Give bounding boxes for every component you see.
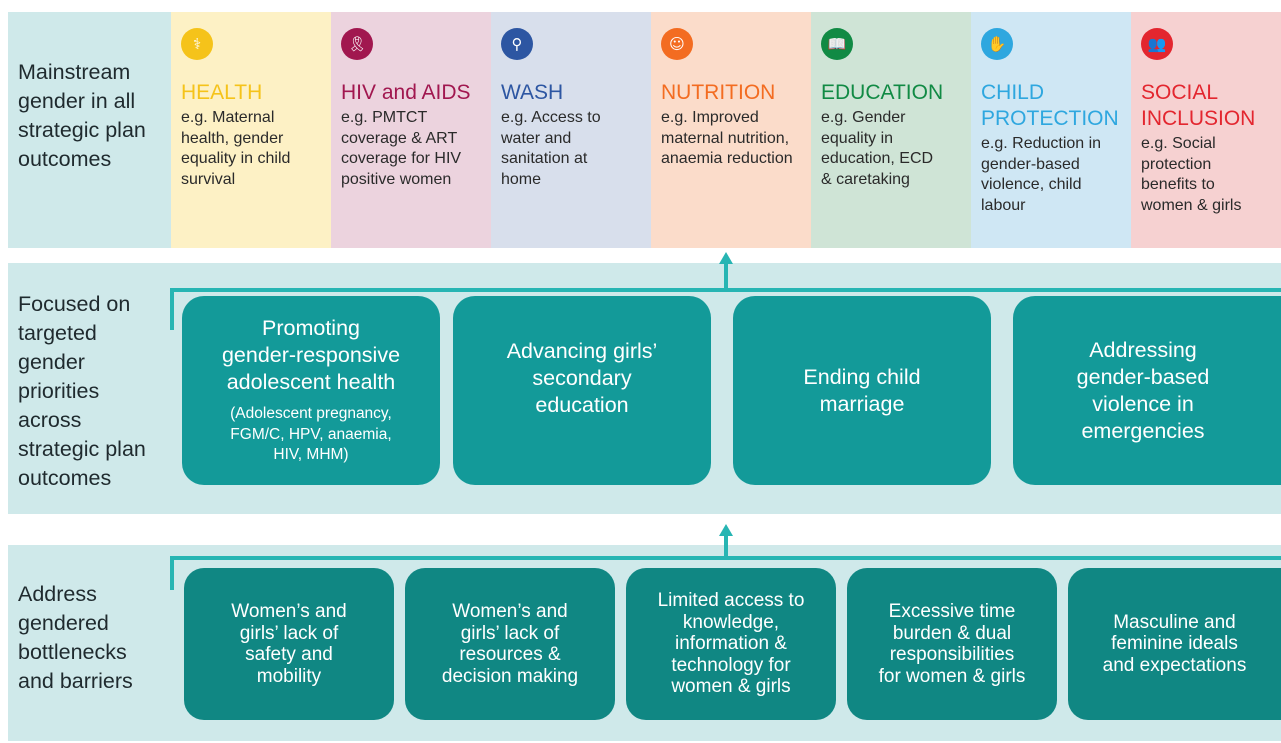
book-icon-glyph: 📖 [827,34,847,53]
outcome-title: EDUCATION [821,81,944,104]
priority-secondary-education: Advancing girls’ secondary education [453,296,711,485]
nutrition-icon-glyph: ☺ [669,34,685,53]
outcome-social-inclusion: 👥 SOCIAL INCLUSION e.g. Social protection … [1131,12,1281,248]
water-tap-icon-glyph: ⚲ [511,34,523,53]
bottleneck-text: Women’s and girls’ lack of safety and mo… [231,601,347,687]
outcome-description: e.g. PMTCT coverage & ART coverage for H… [341,109,462,188]
outcome-description: e.g. Access to water and sanitation at h… [501,109,601,188]
connector-horizontal-bottom [170,556,1281,560]
outcome-description: e.g. Reduction in gender-based violence,… [981,135,1102,214]
connector-left-tick-top [170,288,174,330]
protective-hands-icon: ✋ [981,28,1013,60]
bottleneck-knowledge-technology: Limited access to knowledge, information… [626,568,836,720]
priority-title: Addressing gender-based violence in emer… [1076,337,1210,443]
outcome-title: WASH [501,81,564,104]
health-icon-glyph: ⚕ [192,34,202,53]
nutrition-icon: ☺ [661,28,693,60]
bottleneck-text: Women’s and girls’ lack of resources & d… [441,601,579,687]
people-group-icon: 👥 [1141,28,1173,60]
health-icon: ⚕ [181,28,213,60]
arrow-head-bottom [719,524,733,536]
bottleneck-text: Excessive time burden & dual responsibil… [878,601,1026,687]
bottleneck-resources-decision: Women’s and girls’ lack of resources & d… [405,568,615,720]
priority-title: Promoting gender-responsive adolescent h… [221,316,401,395]
row-label-priorities: Focused on targeted gender priorities ac… [18,292,146,490]
outcome-title: NUTRITION [661,81,776,104]
connector-arrow-stem-bottom [724,534,728,558]
outcome-title: HIV and AIDS [341,81,471,104]
ribbon-icon: 🎗 [341,28,373,60]
outcome-health: ⚕ HEALTH e.g. Maternal health, gender equa… [171,12,331,248]
connector-left-tick-bottom [170,556,174,590]
priority-subtitle: (Adolescent pregnancy, FGM/C, HPV, anaem… [230,405,392,464]
book-icon: 📖 [821,28,853,60]
water-tap-icon: ⚲ [501,28,533,60]
outcome-title: SOCIAL INCLUSION [1141,81,1256,130]
priority-gbv-emergencies: Addressing gender-based violence in emer… [1013,296,1281,485]
bottleneck-gender-ideals: Masculine and feminine ideals and expect… [1068,568,1281,720]
outcome-description: e.g. Social protection benefits to women… [1141,135,1242,214]
priority-title: Ending child marriage [803,364,921,416]
outcome-description: e.g. Improved maternal nutrition, anaemi… [661,109,793,167]
bottleneck-text: Masculine and feminine ideals and expect… [1102,611,1247,676]
outcome-wash: ⚲ WASH e.g. Access to water and sanitation… [491,12,651,248]
outcome-title: CHILD PROTECTION [981,81,1119,130]
priority-child-marriage: Ending child marriage [733,296,991,485]
outcome-title: HEALTH [181,81,263,104]
bottleneck-safety-mobility: Women’s and girls’ lack of safety and mo… [184,568,394,720]
bottleneck-text: Limited access to knowledge, information… [657,590,805,698]
protective-hands-icon-glyph: ✋ [987,34,1007,53]
outcome-description: e.g. Gender equality in education, ECD &… [821,109,934,188]
people-group-icon-glyph: 👥 [1147,34,1167,53]
outcome-description: e.g. Maternal health, gender equality in… [181,109,291,188]
connector-arrow-stem-top [724,262,728,290]
bottleneck-time-burden: Excessive time burden & dual responsibil… [847,568,1057,720]
ribbon-icon-glyph: 🎗 [347,34,367,53]
outcome-nutrition: ☺ NUTRITION e.g. Improved maternal nutriti… [651,12,811,248]
outcome-education: 📖 EDUCATION e.g. Gender equality in educat… [811,12,971,248]
row-label-bottlenecks: Address gendered bottlenecks and barrier… [18,582,133,693]
row-label-mainstream: Mainstream gender in all strategic plan … [18,60,146,171]
priority-title: Advancing girls’ secondary education [506,339,658,417]
outcome-hiv-and-aids: 🎗 HIV and AIDS e.g. PMTCT coverage & ART c… [331,12,491,248]
priority-adolescent-health: Promoting gender-responsive adolescent h… [182,296,440,485]
outcome-child-protection: ✋ CHILD PROTECTION e.g. Reduction in gende… [971,12,1131,248]
connector-horizontal-top [170,288,1281,292]
arrow-head-top [719,252,733,264]
